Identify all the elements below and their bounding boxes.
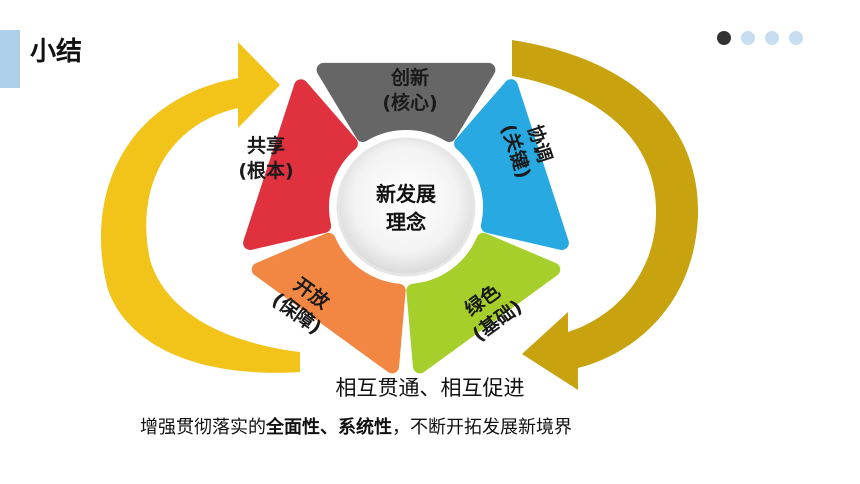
pagination-dot-2[interactable]: [741, 31, 755, 45]
segment-sublabel-innovation: (核心): [382, 91, 437, 114]
right-cycle-arrow: [512, 40, 699, 390]
segment-green: [406, 232, 561, 374]
segment-sharing: [243, 79, 358, 250]
summary-suffix: ，不断开拓发展新境界: [392, 417, 572, 438]
slide-pagination: [717, 31, 803, 45]
page-title: 小结: [30, 37, 83, 67]
segment-label-sharing: 共享: [247, 134, 285, 157]
pagination-dot-3[interactable]: [765, 31, 779, 45]
segment-innovation: [316, 62, 496, 142]
motto-text: 相互贯通、相互促进: [335, 376, 525, 400]
center-circle: [336, 137, 476, 277]
summary-bold: 全面性、系统性: [266, 417, 392, 438]
left-cycle-arrow: [100, 42, 300, 373]
center-label-line-2: 理念: [386, 210, 426, 234]
segment-sublabel-sharing: (根本): [238, 159, 293, 182]
segment-label-innovation: 创新: [390, 66, 429, 89]
segment-openness: [251, 232, 406, 374]
center-label-line-1: 新发展: [376, 182, 436, 206]
pagination-dot-1[interactable]: [717, 31, 731, 45]
summary-text: 增强贯彻落实的全面性、系统性，不断开拓发展新境界: [140, 413, 572, 439]
title-accent-bar: [0, 30, 20, 88]
pagination-dot-4[interactable]: [789, 31, 803, 45]
summary-prefix: 增强贯彻落实的: [140, 417, 266, 438]
segment-coordination: [454, 79, 569, 250]
